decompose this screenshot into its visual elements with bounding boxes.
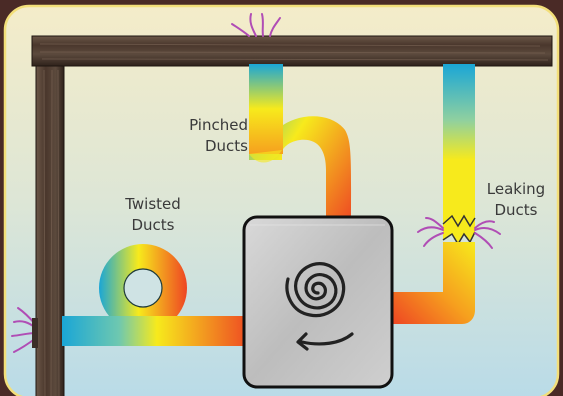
leaking-ducts-label: Leaking Ducts <box>476 179 556 221</box>
leaking-label-line2: Ducts <box>476 200 556 221</box>
ceiling-beam <box>32 36 552 66</box>
pinched-label-line1: Pinched <box>168 115 248 136</box>
pinched-label-line2: Ducts <box>168 136 248 157</box>
leaking-label-line1: Leaking <box>476 179 556 200</box>
twisted-label-line1: Twisted <box>108 194 198 215</box>
pinched-ducts-label: Pinched Ducts <box>168 115 248 157</box>
furnace <box>244 217 392 387</box>
twisted-label-line2: Ducts <box>108 215 198 236</box>
wall-post <box>36 66 64 396</box>
twisted-ducts-label: Twisted Ducts <box>108 194 198 236</box>
wall-vent <box>32 318 38 348</box>
